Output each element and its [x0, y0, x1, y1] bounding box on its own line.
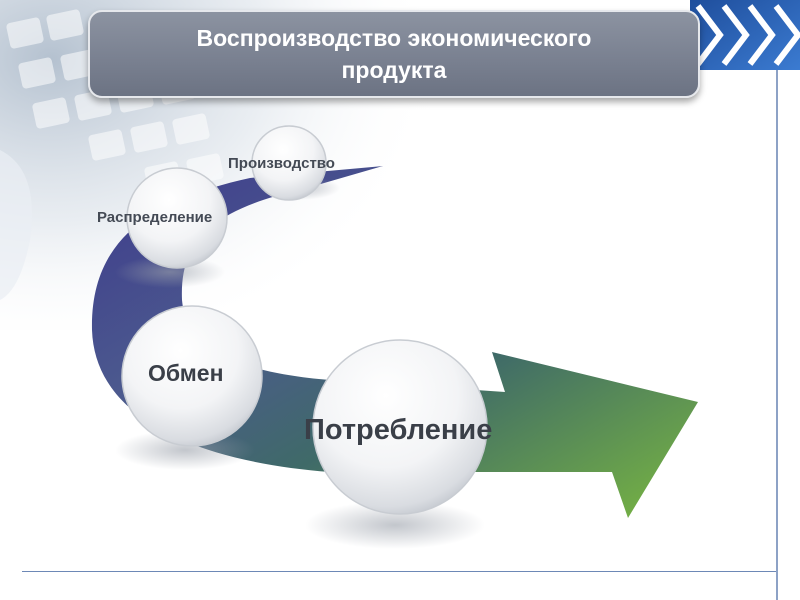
- bottom-divider: [22, 571, 776, 572]
- stage-label-consumption: Потребление: [304, 414, 492, 447]
- stage-label-distribution: Распределение: [97, 209, 212, 226]
- stage-label-exchange: Обмен: [148, 360, 224, 387]
- stage-label-production: Производство: [228, 155, 335, 172]
